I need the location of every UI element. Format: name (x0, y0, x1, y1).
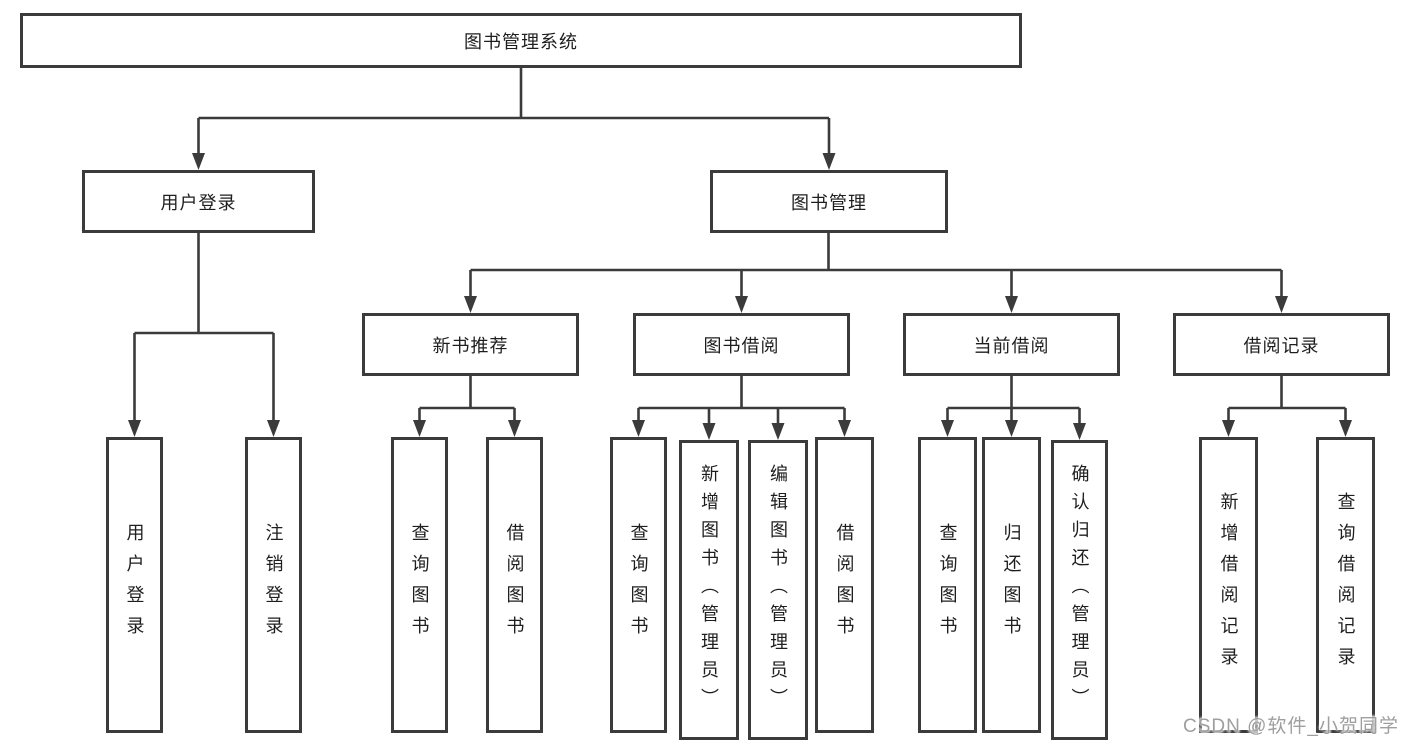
leaf-user-login: 用户登录 (106, 437, 163, 733)
leaf-recommend-borrow-book-label: 借阅图书 (504, 523, 525, 647)
leaf-add-book-admin: 新增图书（管理员） (679, 440, 739, 740)
node-current-borrow: 当前借阅 (903, 313, 1120, 376)
leaf-borrow-query-book: 查询图书 (610, 437, 667, 733)
node-book-borrow: 图书借阅 (633, 313, 850, 376)
node-root-label: 图书管理系统 (464, 31, 578, 52)
leaf-recommend-query-book: 查询图书 (391, 437, 448, 733)
node-book-management-label: 图书管理 (791, 192, 867, 213)
node-current-borrow-label: 当前借阅 (973, 335, 1050, 356)
leaf-query-borrow-record-label: 查询借阅记录 (1335, 492, 1356, 678)
leaf-recommend-borrow-book: 借阅图书 (486, 437, 543, 733)
node-book-management: 图书管理 (710, 170, 948, 233)
leaf-logout-label: 注销登录 (263, 523, 284, 647)
leaf-query-borrow-record: 查询借阅记录 (1316, 437, 1375, 733)
node-root-library-system: 图书管理系统 (20, 13, 1022, 68)
node-user-login: 用户登录 (82, 170, 315, 233)
leaf-confirm-return-admin-label: 确认归还（管理员） (1069, 464, 1090, 716)
node-borrow-record-label: 借阅记录 (1243, 335, 1320, 356)
leaf-borrow-book: 借阅图书 (815, 437, 874, 733)
node-new-book-recommend: 新书推荐 (362, 313, 579, 376)
node-book-borrow-label: 图书借阅 (703, 335, 780, 356)
leaf-return-book: 归还图书 (982, 437, 1041, 733)
leaf-add-book-admin-label: 新增图书（管理员） (699, 464, 719, 716)
leaf-edit-book-admin: 编辑图书（管理员） (748, 440, 808, 740)
watermark: CSDN @软件_小贺同学 (1183, 716, 1399, 737)
leaf-borrow-query-book-label: 查询图书 (628, 523, 649, 647)
leaf-user-login-label: 用户登录 (124, 523, 145, 647)
leaf-add-borrow-record: 新增借阅记录 (1199, 437, 1258, 733)
node-borrow-record: 借阅记录 (1173, 313, 1390, 376)
leaf-current-query-book-label: 查询图书 (937, 523, 958, 647)
leaf-borrow-book-label: 借阅图书 (834, 523, 855, 647)
leaf-add-borrow-record-label: 新增借阅记录 (1218, 492, 1239, 678)
leaf-return-book-label: 归还图书 (1001, 523, 1022, 647)
leaf-confirm-return-admin: 确认归还（管理员） (1051, 440, 1108, 740)
leaf-logout: 注销登录 (245, 437, 302, 733)
node-new-book-recommend-label: 新书推荐 (432, 335, 509, 356)
node-user-login-label: 用户登录 (160, 192, 237, 213)
leaf-edit-book-admin-label: 编辑图书（管理员） (768, 464, 788, 716)
leaf-current-query-book: 查询图书 (918, 437, 977, 733)
leaf-recommend-query-book-label: 查询图书 (409, 523, 430, 647)
